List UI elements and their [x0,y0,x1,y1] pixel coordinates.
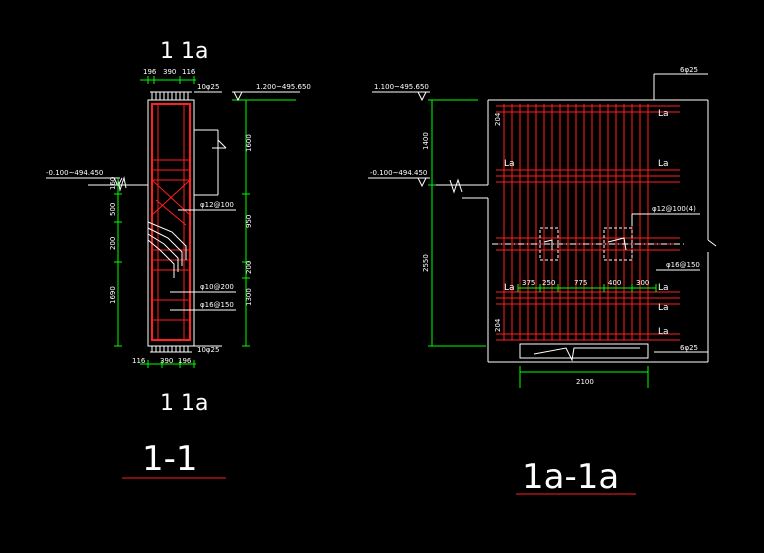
dims-top-1-1 [140,76,196,84]
opening-left [539,227,559,261]
la-label-4: La [504,283,515,293]
top-hatch [151,92,189,100]
dim-left-1a-1: 1400 [422,132,430,150]
la-label-7: La [658,303,669,313]
dim-left-1a-2: 2550 [422,254,430,272]
column-rebar-cage [151,103,191,341]
elev-marker-right [232,91,300,102]
cut-label-bottom: 1 1a [160,391,208,416]
label-mid-2: φ16@150 [200,301,234,309]
dim-right-1: 1600 [245,134,253,152]
section-1a-1a: La La La La La La La 204 204 6φ25 6φ25 φ… [368,66,717,497]
dim-left-3: 200 [109,237,117,250]
dim-mid-4: 400 [608,279,621,287]
la-label-1: La [658,109,669,119]
la-tl: 204 [494,112,502,126]
dim-mid-3: 775 [574,279,587,287]
vertical-rebars [503,104,649,340]
dim-bottom-c: 196 [178,357,192,365]
la-label-6: La [658,327,669,337]
dim-left-2: 500 [109,203,117,216]
la-bl: 204 [494,318,502,332]
dims-left-1a [428,99,486,347]
elev-left: -0.100~494.450 [46,169,103,177]
label-mid-1: φ10@200 [200,283,234,291]
cross-bars-1-1 [151,179,191,226]
title-1-1: 1-1 [142,439,198,479]
dims-left-1-1 [114,178,122,347]
bar-top-label: 10φ25 [197,83,219,91]
elev-marker-1a-top [372,91,430,102]
base-pad [519,343,649,362]
section-1-1: 1 1a 1 1a [46,39,311,479]
dim-bottom-1a-line [519,366,649,388]
bar-bottom-right: 6φ25 [680,344,698,352]
dims-right-1-1 [232,99,296,347]
dim-right-4: 1300 [245,288,253,306]
dim-top-b: 390 [163,68,176,76]
bar-top-right: 6φ25 [680,66,698,74]
dim-left-1: 160 [109,177,117,190]
stirrups-1-1 [152,159,190,321]
bottom-hatch [151,346,189,352]
opening-right [603,227,633,261]
la-label-5: La [658,283,669,293]
dim-mid-5: 300 [636,279,649,287]
dims-mid-1a [517,284,657,292]
dim-bottom-a: 116 [132,357,146,365]
cut-label-top: 1 1a [160,39,208,64]
la-label-3: La [658,159,669,169]
elev-right: 1.200~495.650 [256,83,311,91]
column-outline [147,99,195,347]
dim-bottom-1a: 2100 [576,378,594,386]
bar-bottom-label: 10φ25 [197,346,219,354]
title-1a-1a: 1a-1a [522,457,619,497]
label-stirrup-1-1: φ12@100 [200,201,234,209]
dim-mid-2: 250 [542,279,555,287]
dims-bottom-1-1 [140,360,196,368]
dim-bottom-b: 390 [160,357,173,365]
wall-outline [430,73,717,363]
elev-marker-1a-mid [368,177,430,188]
label-stirrup-1a: φ12@100(4) [652,205,696,213]
la-label-2: La [504,159,515,169]
dim-top-c: 116 [182,68,196,76]
dim-mid-1: 375 [522,279,535,287]
horizontal-rebars [496,105,680,341]
slab-bent-bars [147,129,227,278]
dim-left-4: 1690 [109,286,117,304]
elev-mid-1a: -0.100~494.450 [370,169,427,177]
dim-top-a: 196 [143,68,157,76]
dim-right-3: 200 [245,261,253,274]
label-horiz-1a: φ16@150 [666,261,700,269]
dim-right-2: 950 [245,215,253,228]
elev-top-1a: 1.100~495.650 [374,83,429,91]
